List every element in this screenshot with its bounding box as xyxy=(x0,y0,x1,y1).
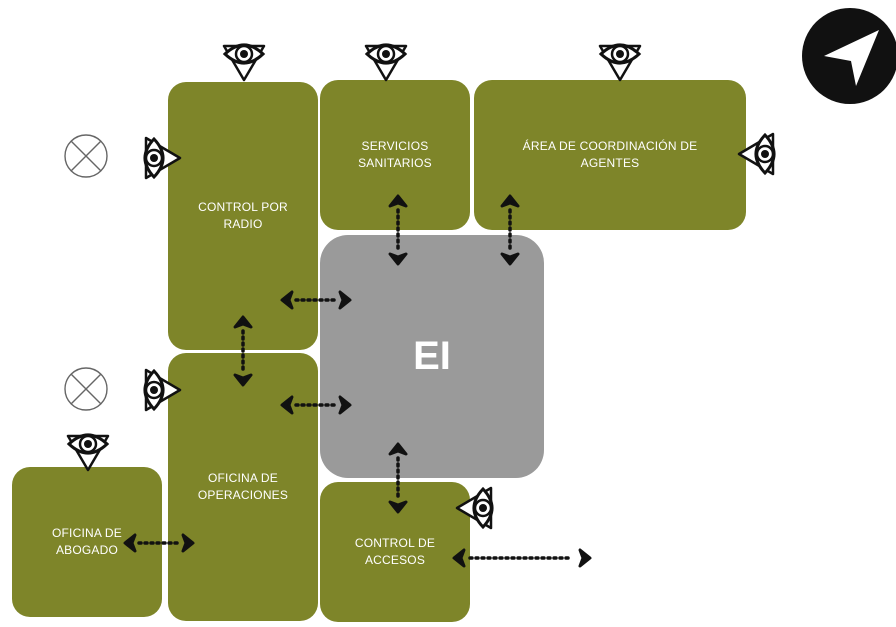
exit-connection-arrow xyxy=(452,548,592,568)
core-ei: EI xyxy=(320,235,544,478)
room-label: CONTROL POR RADIO xyxy=(198,200,288,231)
connection-arrow xyxy=(233,315,253,387)
connection-arrow xyxy=(388,194,408,266)
connection-arrow xyxy=(280,395,352,415)
room-control-radio: CONTROL POR RADIO xyxy=(168,82,318,350)
eye-icon xyxy=(143,136,182,180)
eye-icon xyxy=(66,433,110,472)
eye-icon xyxy=(143,368,182,412)
lamp-icon xyxy=(64,134,108,178)
connection-arrow xyxy=(123,533,195,553)
eye-icon xyxy=(598,43,642,82)
room-label: OFICINA DE ABOGADO xyxy=(51,526,122,557)
eye-icon xyxy=(455,486,494,530)
eye-icon xyxy=(737,132,776,176)
room-oficina-abogado: OFICINA DE ABOGADO xyxy=(12,467,162,617)
lamp-icon xyxy=(64,367,108,411)
eye-icon xyxy=(222,43,266,82)
connection-arrow xyxy=(388,442,408,514)
navigation-arrow-icon xyxy=(802,8,896,104)
core-label: EI xyxy=(413,334,451,378)
room-area-coordinacion: ÁREA DE COORDINACIÓN DE AGENTES xyxy=(474,80,746,230)
room-label: SERVICIOS SANITARIOS xyxy=(358,139,432,170)
connection-arrow xyxy=(500,194,520,266)
eye-icon xyxy=(364,43,408,82)
connection-arrow xyxy=(280,290,352,310)
room-label: OFICINA DE OPERACIONES xyxy=(197,471,289,502)
room-label: CONTROL DE ACCESOS xyxy=(354,536,436,567)
room-label: ÁREA DE COORDINACIÓN DE AGENTES xyxy=(522,139,698,170)
room-oficina-operaciones: OFICINA DE OPERACIONES xyxy=(168,353,318,621)
